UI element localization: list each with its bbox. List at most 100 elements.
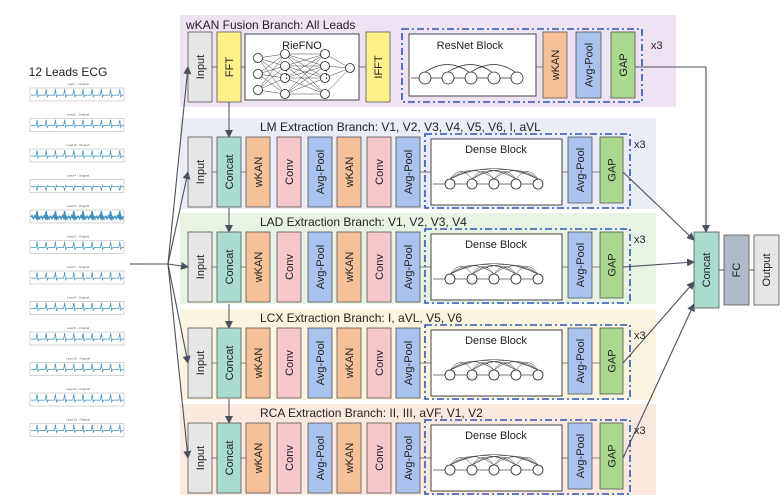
branch-conv-2-block — [366, 136, 392, 208]
ecg-panel-title: Lead 7 - Original — [67, 265, 90, 269]
fusion-input-block — [187, 31, 213, 103]
nn-edge — [284, 65, 326, 79]
branch-wkan-1-label: wKAN — [253, 443, 265, 475]
dense-skip — [449, 263, 539, 275]
dense-skip — [515, 362, 539, 371]
branch-avgpool-1-block — [307, 327, 333, 399]
branch-avgpool-3-block — [567, 136, 593, 204]
dense-node — [488, 464, 500, 476]
nn-ellipsis: ⋮ — [281, 69, 292, 81]
ecg-panel-frame — [29, 423, 125, 437]
branch-wkan-2-label: wKAN — [344, 348, 356, 380]
extraction-branch: LM Extraction Branch: V1, V2, V3, V4, V5… — [180, 118, 656, 209]
ecg-panel-title: Lead 11 - Original — [66, 387, 90, 391]
branch-input-label: Input — [195, 351, 207, 375]
dense-skip — [471, 266, 495, 275]
nn-node — [320, 61, 330, 71]
ecg-panel-title: Lead 6 - Original — [67, 235, 90, 239]
dense-node — [510, 464, 522, 476]
nn-edge — [257, 77, 286, 91]
branch-input-label: Input — [195, 446, 207, 470]
nn-edge — [257, 65, 286, 91]
fusion-repeat-label: x3 — [651, 40, 663, 52]
ecg-panel: Lead I - Original — [29, 82, 125, 102]
dense-skip — [471, 457, 495, 466]
nn-edge — [284, 65, 326, 95]
ecg-panel: Lead 12 - Original — [29, 418, 125, 437]
branch-title: LM Extraction Branch: V1, V2, V3, V4, V5… — [260, 120, 541, 134]
resnet-node — [441, 71, 455, 85]
branch-avgpool-2-label: Avg-Pool — [403, 245, 415, 289]
nn-node — [280, 61, 290, 71]
fusion-branch-title: wKAN Fusion Branch: All Leads — [185, 18, 355, 32]
branch-wkan-2-label: wKAN — [344, 157, 356, 189]
fc-block — [723, 234, 750, 306]
ecg-panel-title: Lead I - Original — [67, 82, 89, 86]
dense-block-label: Dense Block — [465, 239, 527, 251]
branch-avgpool-3-block — [567, 422, 593, 490]
dense-skip — [515, 457, 539, 466]
branch-conv-2-label: Conv — [374, 445, 386, 471]
ecg-panel-title: Lead 9 - Original — [67, 326, 90, 330]
final-concat-label: Concat — [701, 253, 713, 288]
branch-wkan-2-block — [336, 422, 362, 494]
resnet-label: ResNet Block — [437, 40, 504, 52]
dense-block-label: Dense Block — [465, 144, 527, 156]
resnet-node — [510, 71, 524, 85]
branch-conv-1-label: Conv — [284, 159, 296, 185]
branch-title: LAD Extraction Branch: V1, V2, V3, V4 — [260, 215, 467, 229]
connectors — [130, 66, 710, 459]
branch-wkan-1-label: wKAN — [253, 157, 265, 189]
ecg-panel-title: Lead 8 - Original — [67, 296, 90, 300]
fusion-input-label: Input — [195, 55, 207, 79]
ecg-trace — [30, 211, 124, 222]
ecg-panel: Lead 5 - Original — [29, 204, 125, 224]
ecg-panel-title: Lead 12 - Original — [66, 418, 90, 422]
branch-title: LCX Extraction Branch: I, aVL, V5, V6 — [260, 311, 462, 325]
branch-gap-block — [599, 136, 624, 204]
ifft-label: IFFT — [373, 55, 385, 78]
ecg-panel-frame — [29, 240, 125, 254]
ecg-trace — [31, 119, 124, 129]
ecg-panel: Lead 6 - Original — [29, 235, 125, 254]
branch-conv-2-label: Conv — [374, 159, 386, 185]
nn-edge — [324, 67, 351, 95]
extraction-branches: LM Extraction Branch: V1, V2, V3, V4, V5… — [180, 118, 656, 495]
resnet-skip — [424, 64, 470, 73]
branch-avgpool-1-block — [307, 136, 333, 208]
fusion-gap-label: GAP — [618, 53, 630, 76]
branch-conv-2-block — [366, 231, 392, 303]
dense-skip — [449, 168, 539, 180]
branch-gap-block — [599, 327, 624, 395]
ecg-trace — [31, 89, 124, 99]
branch-repeat-label: x3 — [634, 234, 646, 246]
ecg-panel-title: Lead 5 - Original — [67, 204, 90, 208]
dense-skip — [449, 457, 473, 466]
resnet-box — [408, 33, 537, 97]
dense-skip — [493, 362, 517, 371]
dense-block-box — [430, 424, 563, 492]
ecg-panel-frame — [29, 301, 125, 315]
nn-edge — [284, 77, 326, 95]
dense-node — [466, 464, 478, 476]
dense-skip — [493, 457, 517, 466]
dense-skip — [449, 362, 473, 371]
branch-conv-1-block — [276, 231, 302, 303]
ecg-trace — [31, 302, 124, 312]
neural-network-icon: ⋮⋮ — [253, 49, 355, 99]
dense-skip — [493, 456, 539, 466]
dense-skip — [471, 169, 539, 180]
nn-edge — [284, 53, 326, 95]
branch-avgpool-1-block — [307, 231, 333, 303]
dense-node — [488, 369, 500, 381]
ecg-panel: Lead 4 - Original — [29, 174, 125, 193]
dense-node — [532, 273, 544, 285]
extraction-branch: LCX Extraction Branch: I, aVL, V5, V6 Inp… — [180, 309, 656, 400]
dense-skip — [471, 455, 539, 466]
nn-edge — [257, 53, 286, 91]
nn-node — [253, 53, 263, 63]
ecg-panel-title: Lead II - Original — [67, 113, 90, 117]
branch-wkan-2-block — [336, 327, 362, 399]
dense-node — [444, 464, 456, 476]
